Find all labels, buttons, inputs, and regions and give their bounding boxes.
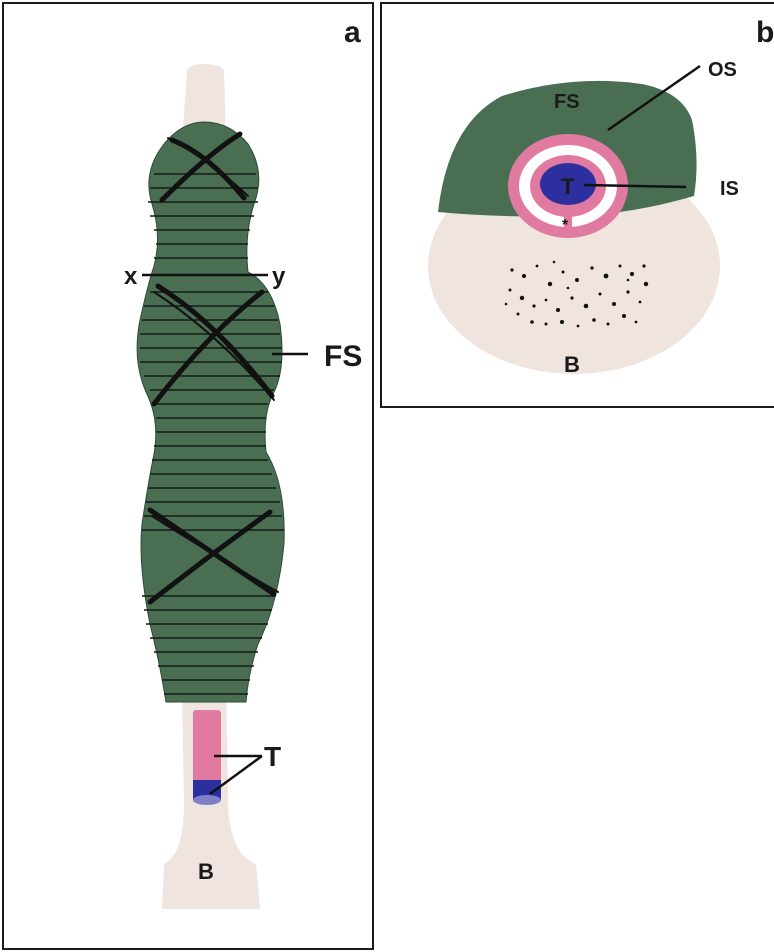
- panel-b-label-fs: FS: [554, 91, 580, 113]
- fibrous-sheath: [137, 122, 284, 702]
- panel-b-label-is: IS: [720, 178, 739, 200]
- label-x: x: [124, 263, 138, 290]
- panel-b-drawing: T * FS OS IS B b: [382, 4, 774, 408]
- asterisk-label: *: [562, 217, 569, 234]
- panel-a-drawing: x y FS T B a: [4, 4, 376, 952]
- panel-b-label-b: B: [564, 352, 580, 377]
- tendon: [193, 710, 221, 805]
- panel-a: x y FS T B a: [2, 2, 374, 950]
- label-t: T: [264, 741, 281, 772]
- panel-b: T * FS OS IS B b: [380, 2, 774, 408]
- label-b: B: [198, 859, 214, 884]
- panel-letter-b: b: [756, 16, 774, 49]
- panel-b-label-os: OS: [708, 59, 737, 81]
- label-y: y: [272, 263, 286, 290]
- panel-b-label-t: T: [561, 174, 575, 199]
- label-fs: FS: [324, 340, 362, 373]
- panel-letter-a: a: [344, 16, 361, 49]
